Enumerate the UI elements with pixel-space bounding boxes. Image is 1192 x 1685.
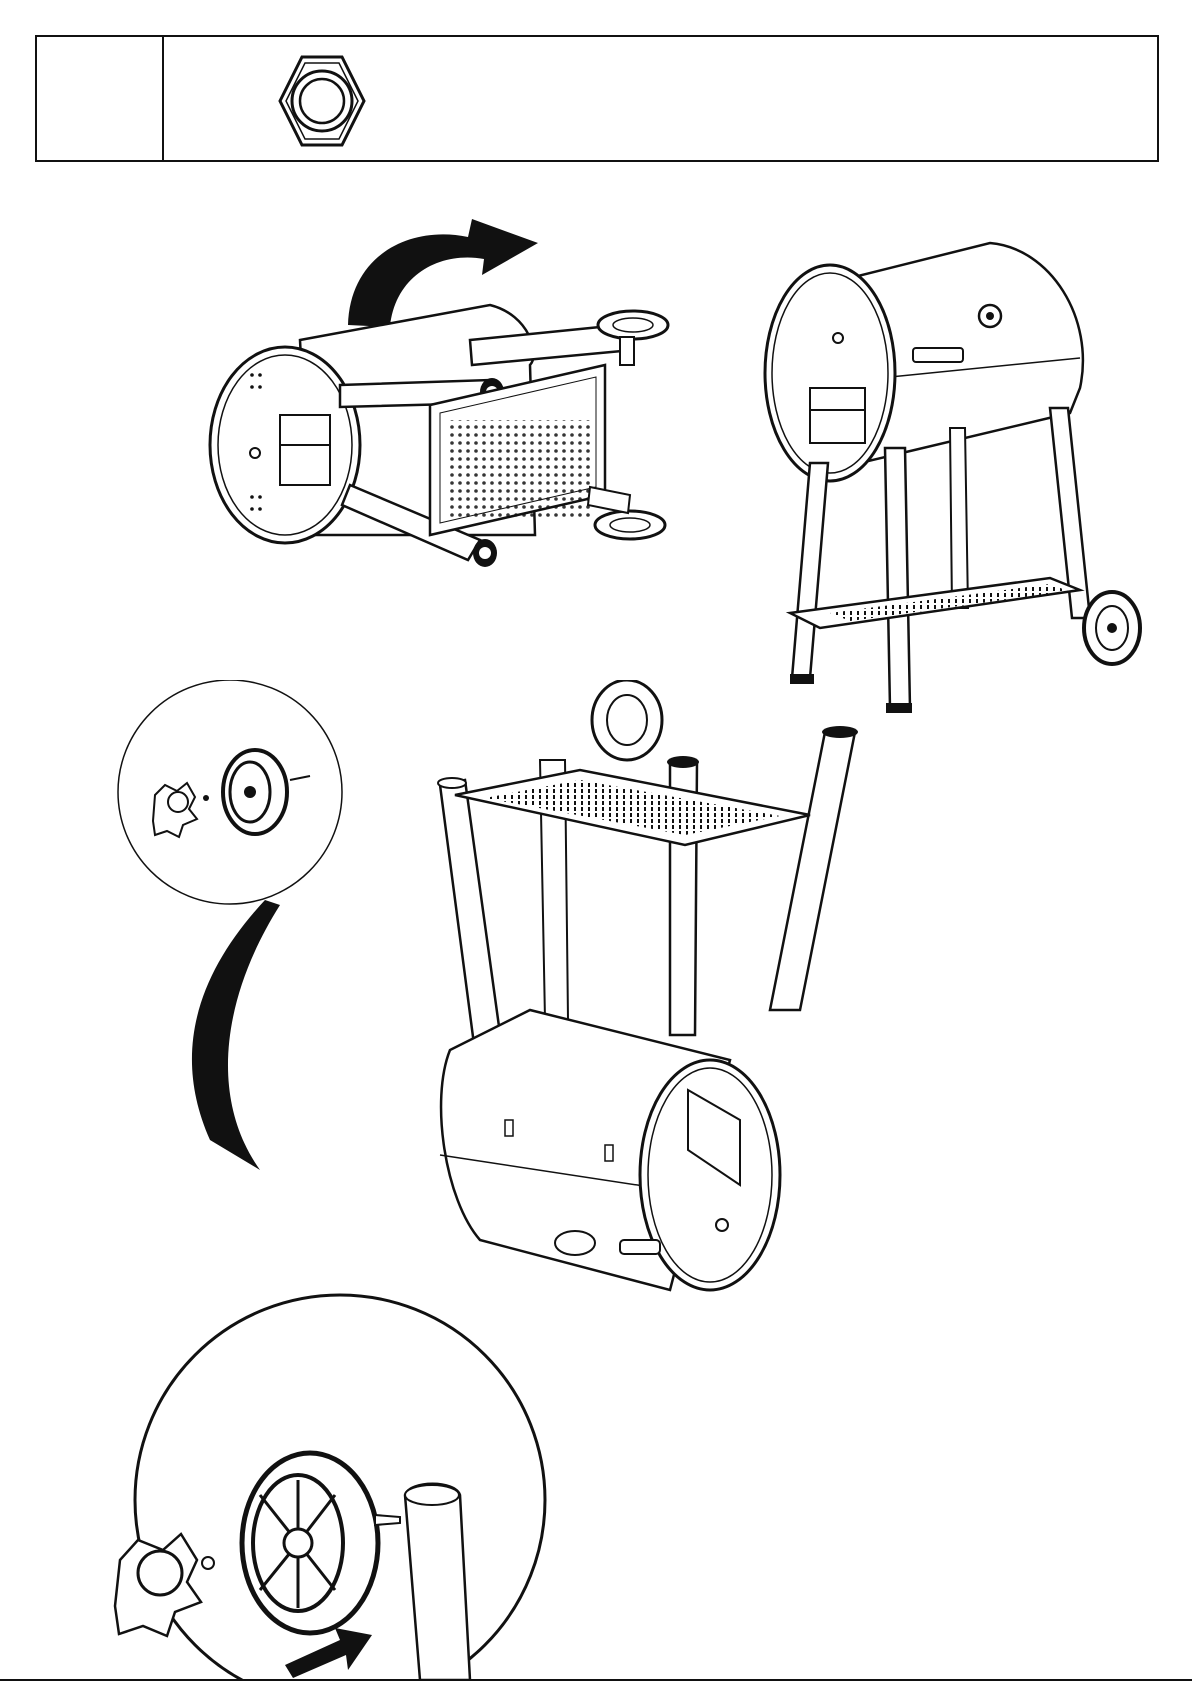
- flip-grill-illustration: [200, 215, 720, 635]
- parts-table: [35, 35, 1159, 162]
- parts-table-divider: [162, 37, 164, 160]
- hex-nut-icon: [272, 51, 372, 151]
- curved-rotate-arrow-icon: [348, 219, 538, 327]
- wheel-attachment-illustration: [110, 680, 990, 1680]
- footer-rule: [0, 1679, 1192, 1681]
- callout-pointer-arrow-icon: [192, 900, 280, 1170]
- assembled-grill-illustration: [750, 238, 1150, 728]
